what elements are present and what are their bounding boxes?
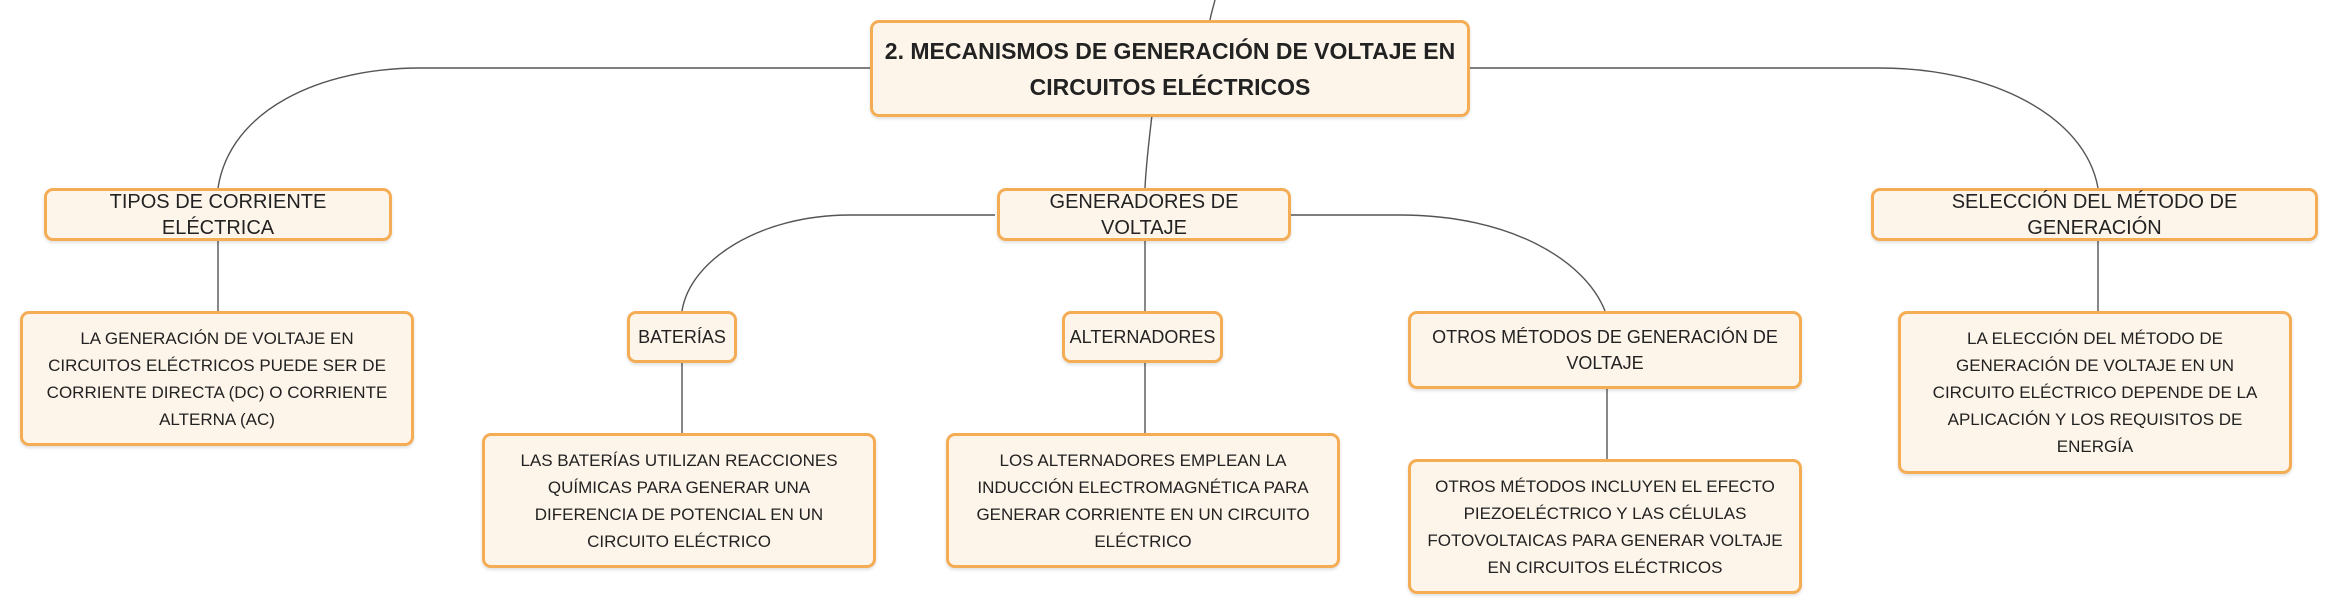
root-node-label: 2. MECANISMOS DE GENERACIÓN DE VOLTAJE E… <box>884 37 1456 100</box>
connector-root-to-seleccion <box>1468 67 2099 189</box>
node-seleccion-detail-label: LA ELECCIÓN DEL MÉTODO DE GENERACIÓN DE … <box>1932 329 2258 456</box>
node-tipos-label: TIPOS DE CORRIENTE ELÉCTRICA <box>109 190 327 239</box>
connector-generadores-to-baterias <box>681 214 995 312</box>
node-generadores-de-voltaje[interactable]: GENERADORES DE VOLTAJE <box>997 188 1291 241</box>
connector-parent-to-root <box>1209 0 1216 21</box>
node-baterias-detail-label: LAS BATERÍAS UTILIZAN REACCIONES QUÍMICA… <box>520 450 838 551</box>
node-tipos-detail[interactable]: LA GENERACIÓN DE VOLTAJE EN CIRCUITOS EL… <box>20 311 414 446</box>
root-node[interactable]: 2. MECANISMOS DE GENERACIÓN DE VOLTAJE E… <box>870 20 1470 117</box>
node-tipos-de-corriente[interactable]: TIPOS DE CORRIENTE ELÉCTRICA <box>44 188 392 241</box>
connector-root-to-generadores <box>1144 114 1153 189</box>
node-otros-detail-label: OTROS MÉTODOS INCLUYEN EL EFECTO PIEZOEL… <box>1427 476 1783 577</box>
node-baterias-detail[interactable]: LAS BATERÍAS UTILIZAN REACCIONES QUÍMICA… <box>482 433 876 568</box>
node-otros-detail[interactable]: OTROS MÉTODOS INCLUYEN EL EFECTO PIEZOEL… <box>1408 459 1802 594</box>
node-seleccion-del-metodo[interactable]: SELECCIÓN DEL MÉTODO DE GENERACIÓN <box>1871 188 2318 241</box>
node-baterias[interactable]: BATERÍAS <box>627 311 737 363</box>
node-seleccion-label: SELECCIÓN DEL MÉTODO DE GENERACIÓN <box>1951 190 2238 239</box>
node-generadores-label: GENERADORES DE VOLTAJE <box>1049 190 1239 239</box>
node-seleccion-detail[interactable]: LA ELECCIÓN DEL MÉTODO DE GENERACIÓN DE … <box>1898 311 2292 474</box>
node-tipos-detail-label: LA GENERACIÓN DE VOLTAJE EN CIRCUITOS EL… <box>46 328 388 429</box>
node-otros-metodos[interactable]: OTROS MÉTODOS DE GENERACIÓN DE VOLTAJE <box>1408 311 1802 389</box>
node-otros-label: OTROS MÉTODOS DE GENERACIÓN DE VOLTAJE <box>1432 327 1778 373</box>
node-alternadores-detail-label: LOS ALTERNADORES EMPLEAN LA INDUCCIÓN EL… <box>976 450 1310 551</box>
node-alternadores-detail[interactable]: LOS ALTERNADORES EMPLEAN LA INDUCCIÓN EL… <box>946 433 1340 568</box>
node-baterias-label: BATERÍAS <box>638 327 726 347</box>
node-alternadores-label: ALTERNADORES <box>1069 327 1216 347</box>
connector-generadores-to-otros <box>1291 214 1606 312</box>
node-alternadores[interactable]: ALTERNADORES <box>1062 311 1223 363</box>
connector-root-to-tipos <box>217 67 872 189</box>
